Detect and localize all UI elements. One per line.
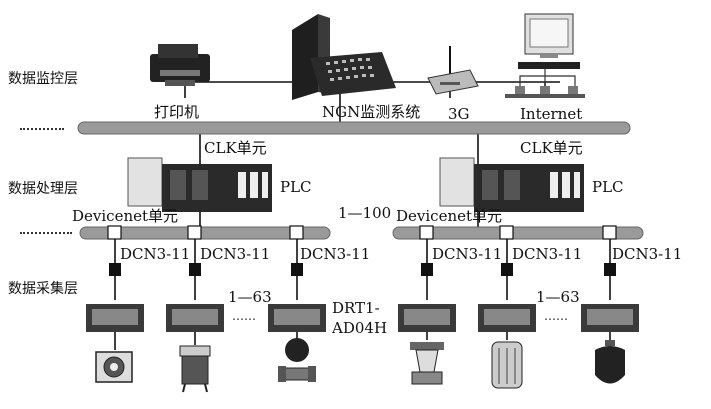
dcn-label: DCN3-11 xyxy=(200,245,271,263)
right-plc-icon xyxy=(439,157,584,212)
field-device-5 xyxy=(491,341,523,389)
printer-icon xyxy=(150,44,210,86)
ellipsis-left: …… xyxy=(232,309,256,323)
io-modules xyxy=(86,304,639,332)
field-device-1 xyxy=(95,351,133,383)
ellipsis-right: …… xyxy=(544,309,568,323)
field-device-6 xyxy=(595,340,625,384)
field-device-2 xyxy=(179,345,211,393)
left-plc-label: PLC xyxy=(280,178,312,196)
dcn-label: DCN3-11 xyxy=(512,245,583,263)
g3-label: 3G xyxy=(448,105,470,123)
internet-label: Internet xyxy=(520,105,583,123)
node-range-right: 1—63 xyxy=(536,288,580,306)
right-devicenet-bus xyxy=(392,226,644,240)
layer-label-acquisition: 数据采集层 xyxy=(8,281,78,297)
right-devicenet-label: Devicenet单元 xyxy=(396,207,503,225)
field-device-4 xyxy=(410,342,444,385)
layer-separator xyxy=(20,232,72,234)
dcn-label: DCN3-11 xyxy=(300,245,371,263)
layer-label-processing: 数据处理层 xyxy=(8,181,78,197)
router-3g-icon xyxy=(427,46,479,95)
dcn-label: DCN3-11 xyxy=(120,245,191,263)
layer-label-monitor: 数据监控层 xyxy=(8,71,78,87)
field-device-3 xyxy=(278,338,316,382)
layer-separator xyxy=(20,128,64,130)
printer-label: 打印机 xyxy=(154,103,200,121)
left-devicenet-bus xyxy=(79,226,331,240)
right-clk-label: CLK单元 xyxy=(520,139,583,157)
left-devicenet-label: Devicenet单元 xyxy=(72,207,179,225)
left-clk-label: CLK单元 xyxy=(204,139,267,157)
right-plc-label: PLC xyxy=(592,178,624,196)
plc-range-label: 1—100 xyxy=(338,204,392,222)
dcn-label: DCN3-11 xyxy=(612,245,683,263)
dcn-label: DCN3-11 xyxy=(432,245,503,263)
main-bus xyxy=(77,121,631,135)
dcn-blocks xyxy=(109,263,616,276)
drt-label-line1: DRT1- xyxy=(332,299,380,317)
ngn-computer-icon xyxy=(292,14,396,100)
left-plc-icon xyxy=(127,157,272,212)
bus-junctions xyxy=(107,225,617,240)
ngn-label: NGN监测系统 xyxy=(322,103,421,121)
drt-label-line2: AD04H xyxy=(332,319,388,337)
node-range-left: 1—63 xyxy=(228,288,272,306)
internet-computer-icon xyxy=(505,13,585,98)
